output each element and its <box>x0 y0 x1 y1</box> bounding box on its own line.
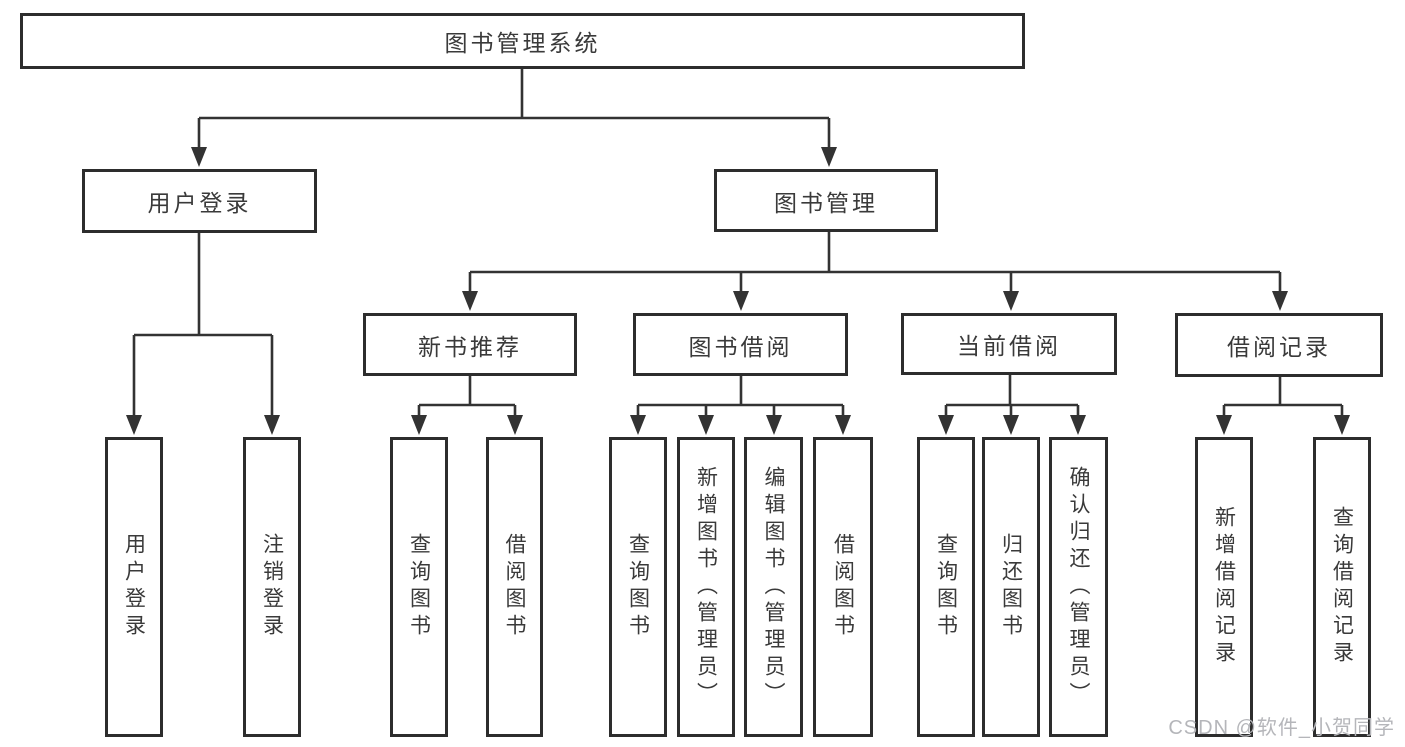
arrowhead-icon <box>126 415 142 435</box>
leaf-query-borrow-record-label: 查询借阅记录 <box>1330 506 1354 668</box>
leaf-borrow-book-2: 借阅图书 <box>813 437 873 737</box>
arrowhead-icon <box>1216 415 1232 435</box>
leaf-query-borrow-record: 查询借阅记录 <box>1313 437 1371 737</box>
leaf-query-book-2: 查询图书 <box>609 437 667 737</box>
node-new-book-recommend: 新书推荐 <box>363 313 577 376</box>
leaf-user-login: 用户登录 <box>105 437 163 737</box>
leaf-add-book-admin: 新增图书（管理员） <box>677 437 735 737</box>
connector-user-login-branch <box>132 233 274 417</box>
connector-lines <box>132 69 1344 417</box>
leaf-edit-book-admin-label: 编辑图书（管理员） <box>762 465 785 709</box>
leaf-return-book-label: 归还图书 <box>999 533 1023 641</box>
leaf-confirm-return-admin: 确认归还（管理员） <box>1049 437 1108 737</box>
arrowhead-icon <box>630 415 646 435</box>
leaf-query-book-3: 查询图书 <box>917 437 975 737</box>
node-user-login: 用户登录 <box>82 169 317 233</box>
arrowhead-icon <box>821 147 837 167</box>
node-borrow-records-label: 借阅记录 <box>1227 334 1331 360</box>
leaf-query-book-1: 查询图书 <box>390 437 448 737</box>
leaf-user-login-label: 用户登录 <box>122 533 146 641</box>
leaf-confirm-return-admin-label: 确认归还（管理员） <box>1067 465 1090 709</box>
connector-borrow-record-branch <box>1222 377 1344 417</box>
arrowhead-icon <box>766 415 782 435</box>
leaf-borrow-book-1: 借阅图书 <box>486 437 543 737</box>
node-book-borrow-label: 图书借阅 <box>688 333 793 360</box>
connector-book-borrow-branch <box>636 376 845 417</box>
node-borrow-records: 借阅记录 <box>1175 313 1383 377</box>
watermark: CSDN @软件_小贺同学 <box>1168 717 1395 739</box>
leaf-add-borrow-record-label: 新增借阅记录 <box>1212 506 1236 668</box>
node-current-borrow: 当前借阅 <box>901 313 1117 375</box>
arrowhead-icon <box>1003 415 1019 435</box>
arrowhead-icon <box>191 147 207 167</box>
leaf-logout-label: 注销登录 <box>260 533 284 641</box>
node-root-label: 图书管理系统 <box>444 30 601 56</box>
node-book-borrow: 图书借阅 <box>633 313 848 376</box>
arrowhead-icon <box>835 415 851 435</box>
arrowhead-icon <box>1272 291 1288 311</box>
arrowhead-icon <box>507 415 523 435</box>
arrowhead-icon <box>411 415 427 435</box>
node-root: 图书管理系统 <box>20 13 1025 69</box>
arrowheads <box>126 147 1350 435</box>
arrowhead-icon <box>462 291 478 311</box>
arrowhead-icon <box>698 415 714 435</box>
arrowhead-icon <box>733 291 749 311</box>
leaf-add-book-admin-label: 新增图书（管理员） <box>694 465 718 709</box>
leaf-query-book-3-label: 查询图书 <box>934 533 958 641</box>
connector-book-mgmt-to-level3 <box>468 232 1282 293</box>
leaf-return-book: 归还图书 <box>982 437 1040 737</box>
arrowhead-icon <box>1003 291 1019 311</box>
node-current-borrow-label: 当前借阅 <box>957 333 1061 359</box>
connector-new-book-branch <box>417 376 517 417</box>
leaf-query-book-2-label: 查询图书 <box>626 533 650 641</box>
leaf-logout: 注销登录 <box>243 437 301 737</box>
leaf-edit-book-admin: 编辑图书（管理员） <box>744 437 803 737</box>
node-book-management: 图书管理 <box>714 169 938 232</box>
arrowhead-icon <box>1070 415 1086 435</box>
arrowhead-icon <box>938 415 954 435</box>
connector-root-to-level2 <box>197 69 831 149</box>
leaf-borrow-book-1-label: 借阅图书 <box>503 533 526 641</box>
node-user-login-label: 用户登录 <box>147 190 252 216</box>
leaf-borrow-book-2-label: 借阅图书 <box>831 533 855 641</box>
connector-current-borrow-branch <box>944 375 1080 417</box>
node-book-management-label: 图书管理 <box>774 189 878 216</box>
leaf-add-borrow-record: 新增借阅记录 <box>1195 437 1253 737</box>
leaf-query-book-1-label: 查询图书 <box>407 533 431 641</box>
arrowhead-icon <box>264 415 280 435</box>
arrowhead-icon <box>1334 415 1350 435</box>
node-new-book-recommend-label: 新书推荐 <box>418 333 522 360</box>
